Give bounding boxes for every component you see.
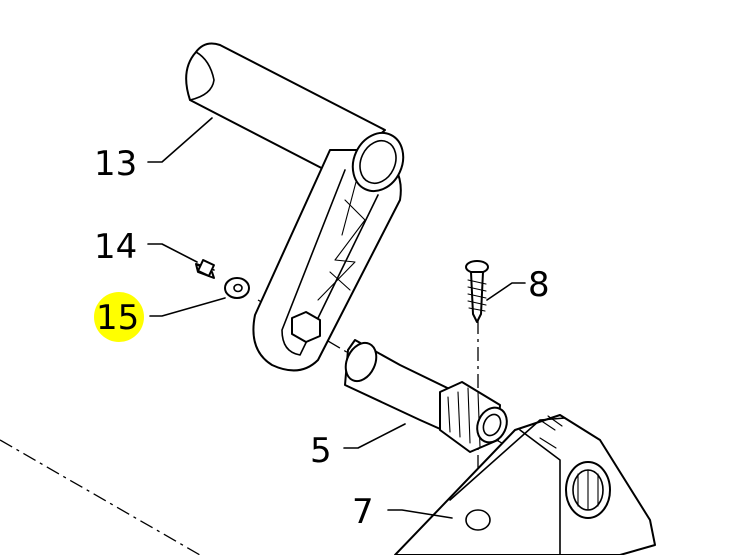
leader-8: [486, 282, 526, 301]
callout-14: 14: [94, 227, 137, 267]
leader-15: [149, 297, 226, 317]
leader-lines: [147, 117, 526, 519]
leader-7: [387, 509, 453, 519]
callout-5: 5: [310, 431, 332, 471]
callout-15: 15: [96, 298, 139, 338]
callout-8: 8: [528, 265, 550, 305]
part-5-shaft: [344, 339, 508, 453]
callout-15-highlight: [94, 292, 144, 342]
callout-7: 7: [352, 492, 374, 532]
leader-5: [343, 423, 406, 449]
part-7-bracket: [394, 414, 656, 555]
part-15-washer: [224, 277, 250, 299]
part-14-screw: [195, 259, 215, 279]
leader-13: [147, 117, 213, 163]
leader-14: [147, 243, 198, 263]
callout-13: 13: [94, 144, 137, 184]
part-13-crank-handle: [185, 42, 405, 372]
part-8-screw: [465, 260, 489, 323]
